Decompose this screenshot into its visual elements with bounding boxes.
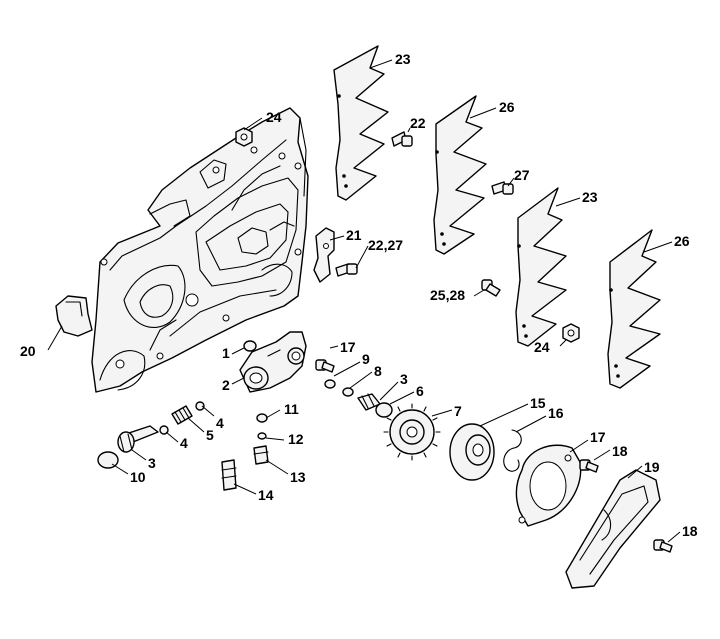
spring-clip-16 [503,429,522,472]
callout-2: 2 [222,377,230,393]
callout-26-right: 26 [674,233,690,249]
brake-ring-17 [515,444,582,527]
callout-6: 6 [416,383,424,399]
bracket-21 [313,227,335,283]
washer-9 [324,379,336,389]
cover-plate-19 [565,469,661,589]
callout-10: 10 [130,469,146,485]
screw-18-top [579,459,599,473]
callout-7: 7 [454,403,462,419]
callout-19: 19 [644,459,660,475]
callout-12: 12 [288,431,304,447]
callout-11: 11 [284,401,299,417]
nipple-14 [221,459,237,491]
spiked-bumper-26-right [607,229,661,389]
screw-27 [491,181,514,195]
spring-5 [171,405,193,425]
spiked-bumper-26-top [433,95,487,255]
nut-24-top [235,127,253,147]
callout-23-top: 23 [395,51,411,67]
valve-3 [117,425,159,453]
screw-18-bottom [653,539,673,553]
callout-22-27: 22,27 [368,237,403,253]
callout-18-bottom: 18 [682,523,698,539]
washer-4-upper [195,401,205,411]
plug-10 [97,451,119,469]
washer-8 [342,387,354,397]
clip-20 [55,295,93,337]
callout-14: 14 [258,487,274,503]
callout-labels: 23 24 22 26 27 23 21 22,27 26 25,28 24 2… [20,51,698,539]
washer-6 [375,402,393,418]
callout-24-right: 24 [534,339,550,355]
callout-23-right: 23 [582,189,598,205]
callout-8: 8 [374,363,382,379]
callout-26-top: 26 [499,99,515,115]
callout-13: 13 [290,469,306,485]
callout-4-lower: 4 [180,435,188,451]
callout-3-valve: 3 [148,455,156,471]
callout-20: 20 [20,343,36,359]
spiked-bumper-23-top [333,45,389,201]
fitting-13 [253,445,269,465]
worm-3 [357,393,381,411]
o-ring-11 [256,413,268,423]
callout-5: 5 [206,427,214,443]
nut-24-right [562,323,580,343]
screw-17-pump [315,359,335,373]
callout-9: 9 [362,351,370,367]
leader-lines [47,59,681,543]
callout-16: 16 [548,405,564,421]
screw-22 [391,131,413,147]
callout-1: 1 [222,345,230,361]
o-ring-1 [243,340,257,352]
o-ring-12 [257,432,267,440]
callout-24-top: 24 [266,109,282,125]
screw-22-27 [335,263,358,277]
oil-pump-body-2 [239,331,307,393]
screw-25-28 [481,279,501,297]
callout-3-worm: 3 [400,371,408,387]
callout-17-pump: 17 [340,339,356,355]
callout-22: 22 [410,115,426,131]
callout-27: 27 [514,167,530,183]
callout-18-top: 18 [612,443,628,459]
callout-21: 21 [346,227,362,243]
spur-gear-7 [383,403,441,461]
crankcase-housing [91,107,309,393]
spiked-bumper-23-right [515,187,567,347]
chain-sprocket-15 [449,423,495,481]
callout-25-28: 25,28 [430,287,465,303]
callout-17-brake: 17 [590,429,606,445]
callout-15: 15 [530,395,546,411]
callout-4-upper: 4 [216,415,224,431]
